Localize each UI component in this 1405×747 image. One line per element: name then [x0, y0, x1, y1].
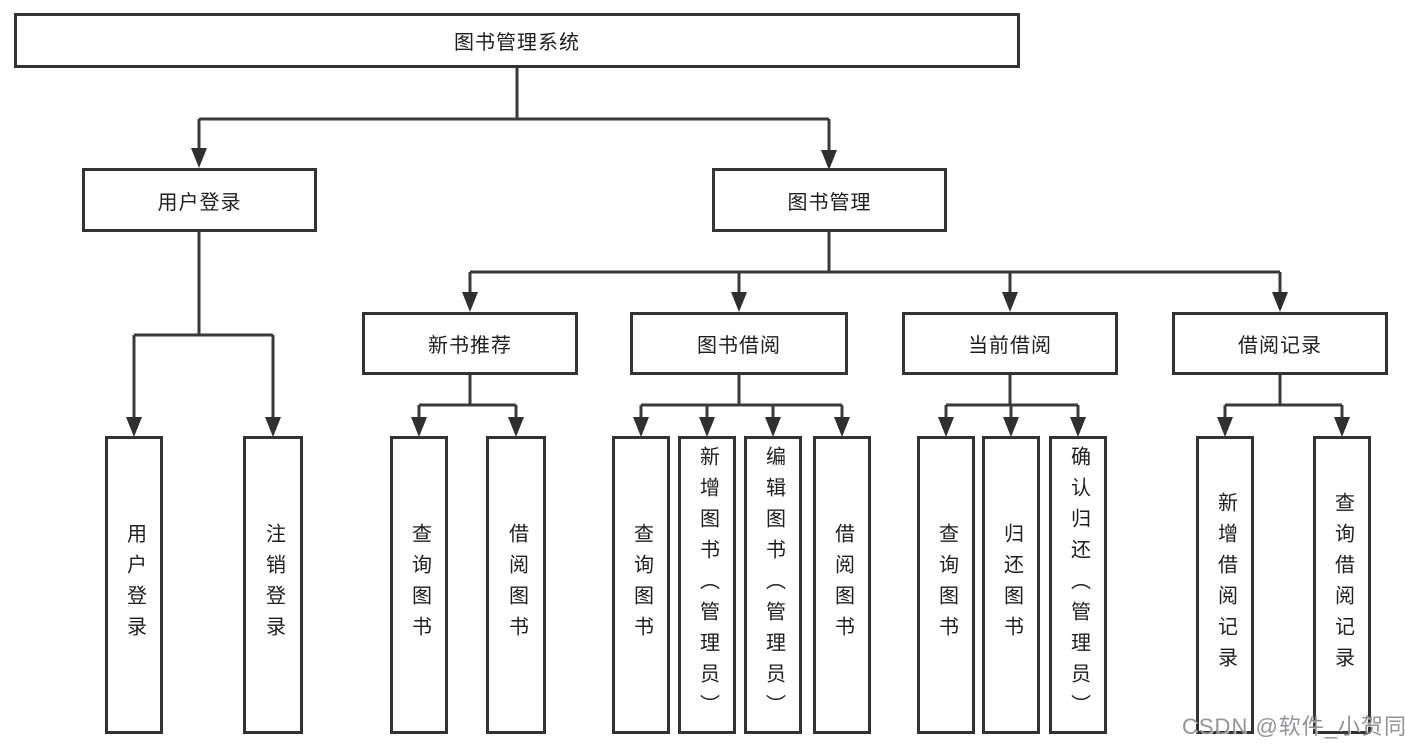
- connector-root-drop: [197, 68, 831, 152]
- arrow-icon: [1002, 292, 1018, 312]
- connector-user-login-subtree: [132, 232, 275, 419]
- csdn-watermark: CSDN @软件_小贺同学: [1182, 714, 1405, 739]
- arrow-icon: [462, 292, 478, 312]
- leaf-bb-borrow-books: 借阅图书: [813, 436, 871, 734]
- leaf-logout: 注销登录: [243, 436, 303, 734]
- leaf-cb-confirm-return: 确认归还（管理员）: [1049, 436, 1107, 734]
- leaf-nbr-query-books: 查询图书: [390, 436, 448, 734]
- arrow-icon: [938, 417, 954, 437]
- leaf-bb-query-books: 查询图书: [612, 436, 670, 734]
- arrow-icon: [821, 150, 837, 170]
- connector-new-book-subtree: [417, 375, 518, 419]
- arrow-icon: [1217, 417, 1233, 437]
- node-user-login: 用户登录: [82, 168, 317, 232]
- leaf-user-login: 用户登录: [105, 436, 163, 734]
- leaf-bb-add-books: 新增图书（管理员）: [678, 436, 736, 734]
- arrow-icon: [1003, 417, 1019, 437]
- connector-borrow-records-subtree: [1223, 375, 1344, 419]
- arrow-icon: [699, 417, 715, 437]
- arrow-icon: [191, 148, 207, 168]
- arrow-icon: [765, 417, 781, 437]
- arrow-icon: [633, 417, 649, 437]
- connector-current-borrow-subtree: [944, 375, 1080, 419]
- connector-book-mgmt-subtree: [468, 232, 1282, 294]
- leaf-cb-return-books: 归还图书: [982, 436, 1040, 734]
- leaf-cb-query-books: 查询图书: [917, 436, 975, 734]
- leaf-nbr-borrow-books: 借阅图书: [486, 436, 546, 734]
- arrowheads: [126, 148, 1350, 437]
- leaf-br-query-record: 查询借阅记录: [1313, 436, 1371, 734]
- arrow-icon: [126, 417, 142, 437]
- node-new-book-recommend: 新书推荐: [362, 312, 578, 375]
- arrow-icon: [834, 417, 850, 437]
- arrow-icon: [1272, 292, 1288, 312]
- arrow-icon: [1334, 417, 1350, 437]
- connector-lines: [132, 68, 1344, 419]
- leaf-br-add-record: 新增借阅记录: [1196, 436, 1254, 734]
- connector-book-borrow-subtree: [639, 375, 844, 419]
- node-book-borrow: 图书借阅: [630, 312, 848, 375]
- node-book-management: 图书管理: [712, 168, 947, 232]
- arrow-icon: [1070, 417, 1086, 437]
- node-borrow-records: 借阅记录: [1172, 312, 1388, 375]
- arrow-icon: [731, 292, 747, 312]
- node-root: 图书管理系统: [14, 13, 1020, 68]
- leaf-bb-edit-books: 编辑图书（管理员）: [744, 436, 802, 734]
- arrow-icon: [411, 417, 427, 437]
- arrow-icon: [508, 417, 524, 437]
- arrow-icon: [265, 417, 281, 437]
- node-current-borrow: 当前借阅: [902, 312, 1118, 375]
